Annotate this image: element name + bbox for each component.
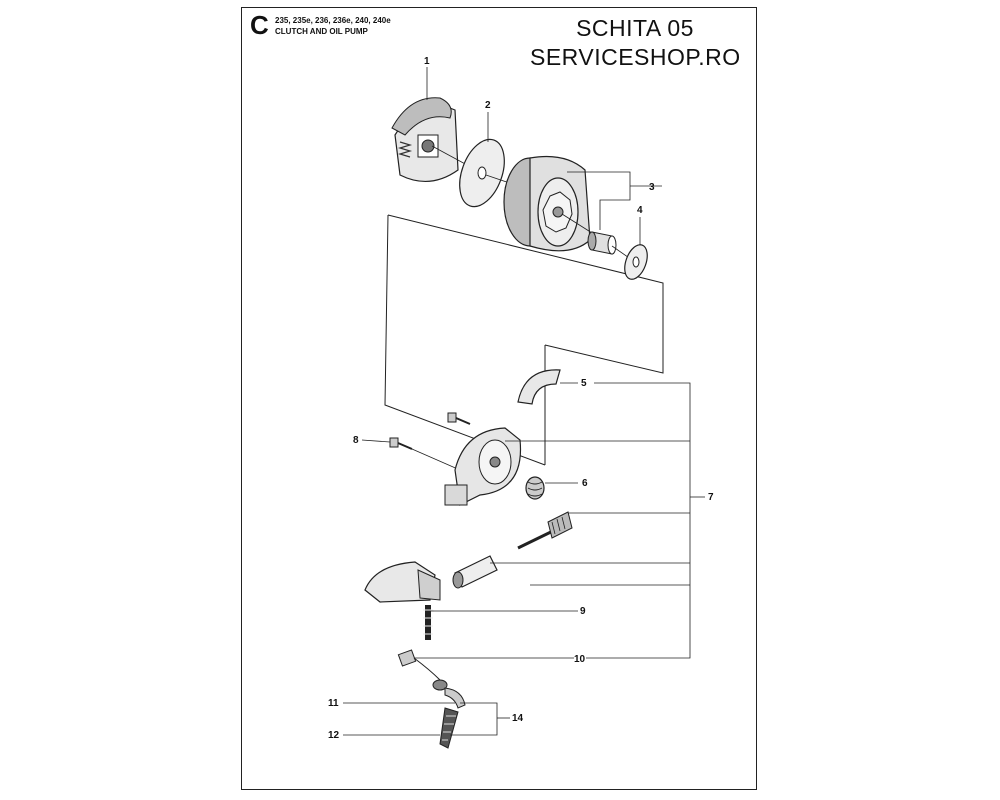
part-spring (525, 476, 545, 500)
part-plunger (452, 555, 498, 589)
callout-12: 12 (328, 730, 340, 741)
leader-lines (343, 67, 705, 736)
part-wear-plate (517, 369, 561, 405)
callout-9: 9 (580, 606, 586, 617)
callout-1: 1 (424, 56, 430, 67)
callout-4: 4 (637, 205, 643, 216)
drawing-frame (241, 7, 757, 790)
sheet-title: SCHITA 05 (576, 15, 694, 41)
callout-11: 11 (328, 698, 339, 709)
callout-7: 7 (708, 492, 714, 503)
part-screws (389, 412, 471, 471)
part-oil-hose (413, 657, 466, 709)
part-small-washer (624, 244, 648, 280)
assembly-outline (387, 214, 664, 374)
shop-name: SERVICESHOP.RO (530, 44, 741, 70)
part-washer (459, 138, 531, 208)
part-fitting (397, 649, 417, 667)
diagram-subtitle: CLUTCH AND OIL PUMP (275, 27, 368, 36)
callout-8: 8 (353, 435, 359, 446)
callout-numbers: 1 2 3 4 5 6 7 8 9 10 11 12 14 (328, 56, 714, 741)
callout-5: 5 (581, 378, 587, 389)
model-list: 235, 235e, 236, 236e, 240, 240e (275, 16, 391, 25)
part-oil-pump-housing (444, 427, 522, 506)
part-clutch-drum (503, 155, 601, 252)
part-pump-shaft (517, 511, 573, 550)
part-clutch (391, 97, 481, 183)
callout-10: 10 (574, 654, 586, 665)
callout-3: 3 (649, 182, 655, 193)
callout-2: 2 (485, 100, 491, 111)
part-adjust-lever (364, 561, 441, 640)
section-letter: C (250, 10, 269, 40)
part-oil-filter (439, 707, 459, 749)
callout-6: 6 (582, 478, 588, 489)
callout-14: 14 (512, 713, 524, 724)
assembly-outline-left (384, 214, 546, 466)
